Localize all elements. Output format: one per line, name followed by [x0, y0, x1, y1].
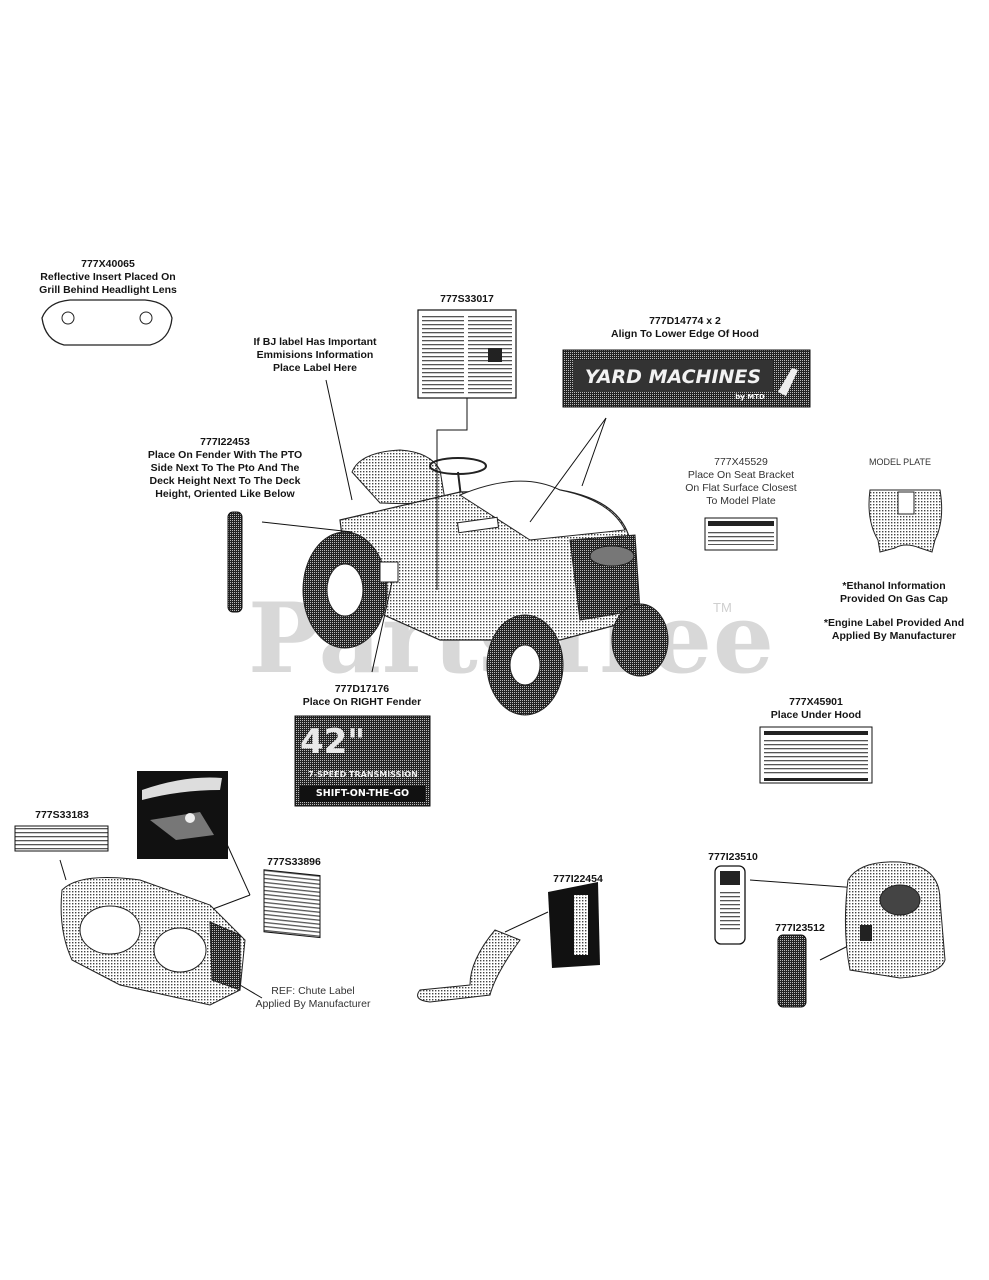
shift-text: SHIFT-ON-THE-GO [315, 788, 410, 799]
trademark-symbol: TM [713, 600, 732, 615]
part-number: 777D14774 x 2 [649, 315, 721, 327]
callout-777x40065: 777X40065 Reflective Insert Placed On Gr… [20, 258, 196, 297]
callout-line: Deck Height Next To The Deck [149, 475, 301, 487]
callout-line: Height, Oriented Like Below [155, 488, 295, 500]
part-number: 777S33896 [267, 856, 321, 868]
part-number: 777D17176 [334, 683, 390, 695]
callout-777x45529: 777X45529 Place On Seat Bracket On Flat … [665, 456, 817, 508]
part-number: 777I23510 [708, 851, 758, 863]
callout-line: Place On Seat Bracket [687, 469, 795, 481]
part-number: 777X40065 [81, 258, 135, 270]
callout-line: Place Label Here [272, 362, 358, 374]
callout-777i23512: 777I23512 [760, 922, 840, 935]
chute-photo-inset [137, 771, 228, 859]
callout-line: Place Under Hood [770, 709, 862, 721]
callout-line: Side Next To The Pto And The [150, 462, 300, 474]
size-speed-decal [294, 715, 431, 807]
callout-line: Applied By Manufacturer [831, 630, 957, 642]
part-number: 777I22454 [553, 873, 603, 885]
pedal-drawing [417, 882, 600, 1003]
label-777s33183 [14, 825, 109, 852]
callout-777s33183: 777S33183 [22, 809, 102, 822]
callout-777d17176: 777D17176 Place On RIGHT Fender [282, 683, 442, 709]
yard-machines-text: YARD MACHINES [584, 366, 762, 388]
part-number: 777X45529 [714, 456, 768, 468]
callout-line: On Flat Surface Closest [685, 482, 797, 494]
callout-line: Grill Behind Headlight Lens [39, 284, 177, 296]
part-number: 777I23512 [775, 922, 825, 934]
callout-777d14774: 777D14774 x 2 Align To Lower Edge Of Hoo… [590, 315, 780, 341]
yard-machines-decal [562, 349, 811, 408]
part-number: 777X45901 [789, 696, 843, 708]
callout-777i23510: 777I23510 [693, 851, 773, 864]
callout-line: Reflective Insert Placed On [40, 271, 176, 283]
callout-777i22453: 777I22453 Place On Fender With The PTO S… [132, 436, 318, 501]
callout-line: Place On Fender With The PTO [147, 449, 303, 461]
reflective-insert-decal [41, 299, 173, 346]
mower-deck-drawing [60, 877, 246, 1006]
part-number: 777S33017 [440, 293, 494, 305]
callout-line: Align To Lower Edge Of Hood [611, 328, 759, 340]
callout-line: Applied By Manufacturer [255, 998, 371, 1010]
callout-line: Provided On Gas Cap [840, 593, 948, 605]
speed-text: 7-SPEED TRANSMISSION [308, 770, 418, 779]
callout-777i22454: 777I22454 [538, 873, 618, 886]
callout-line: If BJ label Has Important [253, 336, 377, 348]
callout-model-plate: MODEL PLATE [858, 456, 942, 469]
callout-line: Emmisions Information [256, 349, 374, 361]
callout-line: MODEL PLATE [868, 457, 931, 467]
callout-777s33017: 777S33017 [418, 293, 516, 306]
callout-777s33896: 777S33896 [252, 856, 336, 869]
note-ethanol: *Ethanol Information Provided On Gas Cap [814, 580, 974, 606]
callout-line: To Model Plate [706, 495, 776, 507]
callout-line: Place On RIGHT Fender [302, 696, 422, 708]
dashboard-drawing [714, 861, 946, 1008]
size-text: 42" [300, 722, 366, 762]
note-engine-label: *Engine Label Provided And Applied By Ma… [806, 617, 982, 643]
callout-chute-label: REF: Chute Label Applied By Manufacturer [238, 985, 388, 1011]
callout-777x45901: 777X45901 Place Under Hood [755, 696, 877, 722]
label-777s33896 [263, 869, 321, 939]
label-777x45529 [704, 517, 778, 551]
label-777s33017 [417, 309, 517, 399]
callout-line: REF: Chute Label [271, 985, 355, 997]
callout-line: *Engine Label Provided And [823, 617, 965, 629]
callout-bj-label: If BJ label Has Important Emmisions Info… [232, 336, 398, 375]
model-plate-bracket [868, 489, 943, 553]
callout-line: *Ethanol Information [842, 580, 946, 592]
part-number: 777I22453 [200, 436, 250, 448]
pto-decal [227, 511, 243, 613]
part-number: 777S33183 [35, 809, 89, 821]
yard-machines-subtext: by MTD [735, 393, 765, 401]
tractor-drawing [302, 449, 669, 716]
label-777x45901 [759, 726, 873, 784]
